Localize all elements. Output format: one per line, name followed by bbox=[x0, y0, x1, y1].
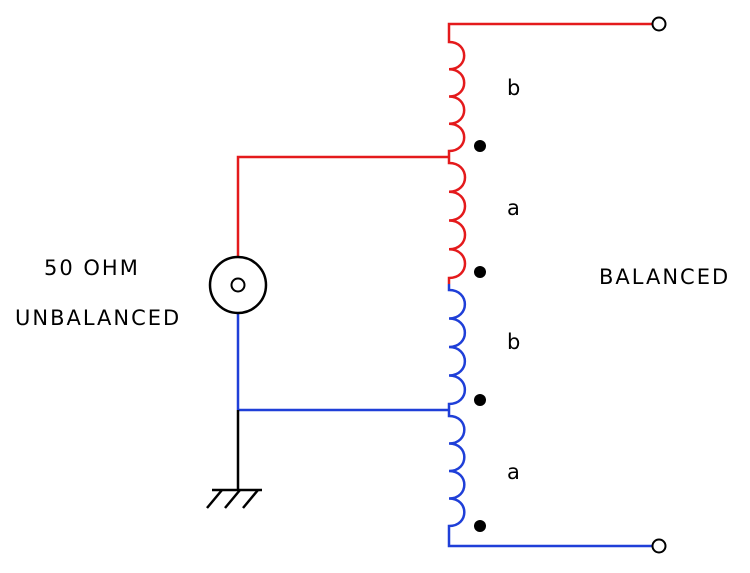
phase-dot-icon bbox=[474, 266, 486, 278]
winding-label: a bbox=[507, 460, 520, 484]
winding-b-top bbox=[447, 36, 466, 157]
winding-a-top bbox=[447, 157, 467, 284]
winding-b-bottom bbox=[447, 284, 466, 410]
phase-dot-icon bbox=[474, 394, 486, 406]
coax-connector-icon bbox=[208, 255, 268, 315]
lower-wiring bbox=[236, 311, 652, 548]
source-impedance-label: 50 OHM bbox=[44, 256, 140, 280]
terminal-icon bbox=[651, 16, 667, 32]
phase-dot-icon bbox=[474, 520, 486, 532]
output-type-label: BALANCED bbox=[599, 265, 730, 289]
winding-label: a bbox=[507, 196, 520, 220]
winding-label: b bbox=[507, 330, 520, 354]
bottom-output-lead bbox=[447, 532, 652, 548]
ground-icon bbox=[206, 410, 262, 509]
top-output-lead bbox=[447, 22, 652, 36]
source-feed-wire bbox=[236, 155, 449, 280]
winding-a-bottom bbox=[447, 410, 466, 532]
winding-label: b bbox=[507, 76, 520, 100]
upper-wiring bbox=[236, 22, 652, 280]
phase-dot-icon bbox=[474, 140, 486, 152]
terminal-icon bbox=[651, 538, 667, 554]
source-type-label: UNBALANCED bbox=[15, 306, 181, 330]
